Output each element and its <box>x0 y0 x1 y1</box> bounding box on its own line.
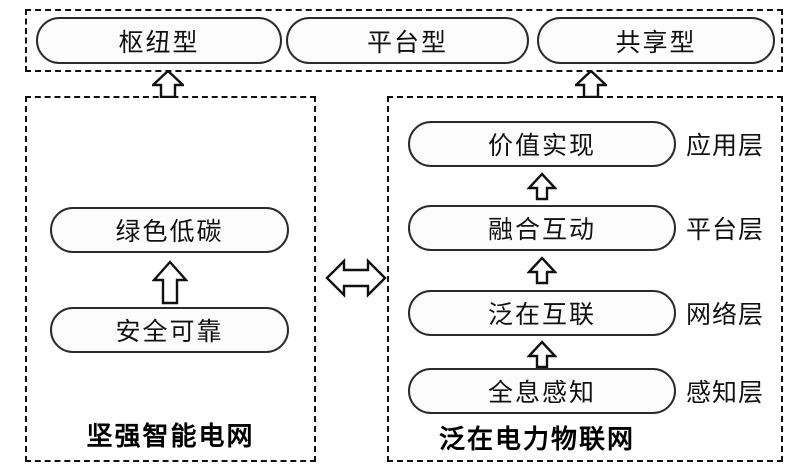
node-value-realization[interactable]: 价值实现 <box>408 121 676 167</box>
right-panel-caption: 泛在电力物联网 <box>438 424 635 454</box>
node-hub[interactable]: 枢纽型 <box>36 17 282 64</box>
layer-label-application: 应用层 <box>686 133 765 160</box>
layer-label-platform: 平台层 <box>686 217 765 244</box>
node-sharing[interactable]: 共享型 <box>537 17 775 64</box>
arrow-platform-to-application <box>527 172 557 201</box>
node-green-low-carbon[interactable]: 绿色低碳 <box>50 207 289 253</box>
node-safe-reliable[interactable]: 安全可靠 <box>50 307 289 353</box>
arrow-network-to-platform <box>527 256 557 285</box>
arrow-right-panel-to-top <box>575 70 607 98</box>
layer-label-sensing: 感知层 <box>686 380 765 407</box>
node-platform[interactable]: 平台型 <box>286 17 529 64</box>
arrow-safe-to-green <box>152 260 188 305</box>
arrow-left-panel-to-top <box>152 70 184 98</box>
layer-label-network: 网络层 <box>686 302 765 329</box>
arrow-panels-bidirectional <box>325 255 387 301</box>
node-holographic-sensing[interactable]: 全息感知 <box>408 368 676 414</box>
left-panel-caption: 坚强智能电网 <box>86 421 255 451</box>
node-ubiquitous-interconnect[interactable]: 泛在互联 <box>408 290 676 336</box>
node-fusion-interaction[interactable]: 融合互动 <box>408 205 676 251</box>
left-panel-container <box>25 96 316 462</box>
arrow-sensing-to-network <box>527 340 557 369</box>
top-characteristics-container <box>25 9 783 72</box>
right-panel-container <box>387 96 783 462</box>
